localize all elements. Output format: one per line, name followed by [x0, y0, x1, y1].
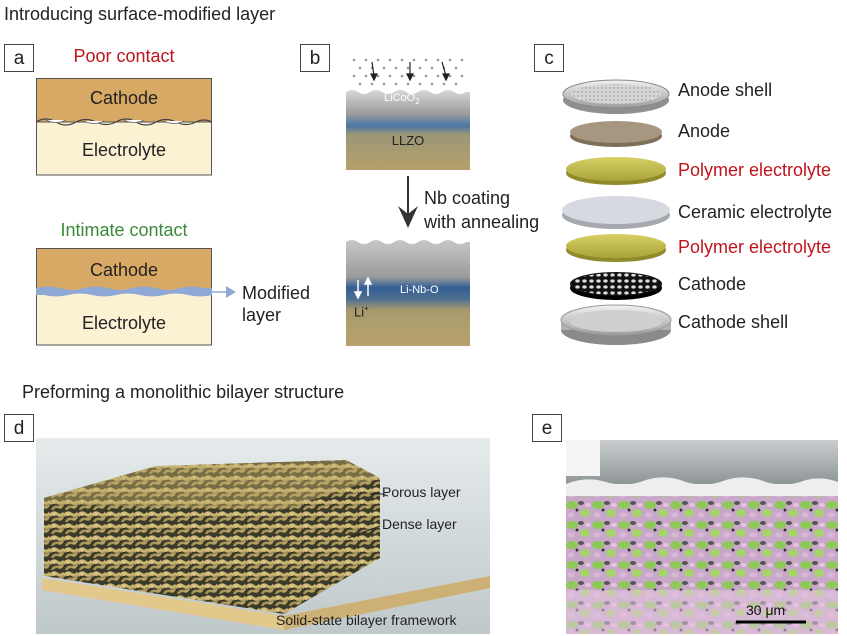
modified-layer-label: Modified layer — [242, 283, 311, 325]
sem-micrograph — [566, 440, 838, 634]
section-title-bilayer: Preforming a monolithic bilayer structur… — [22, 382, 345, 402]
panel-label-a: a — [4, 44, 34, 72]
intimate-contact-cathode-label: Cathode — [89, 260, 159, 280]
intimate-contact-diagram — [36, 248, 236, 346]
cathode-shell-disc — [560, 304, 672, 345]
legend-ceramic-electrolyte: Ceramic electrolyte — [678, 202, 833, 222]
licoo2-label: LiCoO2 — [384, 92, 420, 107]
legend-polymer-electrolyte-1: Polymer electrolyte — [678, 160, 832, 180]
porous-layer-block — [44, 460, 380, 614]
intimate-contact-electrolyte-label: Electrolyte — [81, 313, 167, 333]
panel-label-d: d — [4, 414, 34, 442]
intimate-contact-title: Intimate contact — [60, 220, 188, 240]
sem-surface-layer — [566, 477, 838, 498]
scale-bar-label: 30 μm — [746, 602, 786, 618]
panel-b-bottom-diagram — [346, 240, 470, 346]
panel-b-top-diagram — [346, 58, 470, 170]
polymer-electrolyte-disc-2 — [566, 234, 666, 262]
sputter-arrows — [370, 61, 450, 82]
legend-anode: Anode — [678, 121, 731, 141]
intimate-contact-electrolyte-layer — [36, 291, 212, 346]
process-arrow — [398, 176, 418, 228]
li-nb-o-label: Li-Nb-O — [400, 284, 439, 296]
llzo-label: LLZO — [391, 133, 425, 148]
panel-label-e: e — [532, 414, 562, 442]
bilayer-framework-caption: Solid-state bilayer framework — [276, 612, 457, 628]
poor-contact-title: Poor contact — [73, 46, 175, 66]
legend-cathode-shell: Cathode shell — [678, 312, 789, 332]
poor-contact-diagram — [36, 78, 212, 176]
legend-polymer-electrolyte-2: Polymer electrolyte — [678, 237, 832, 257]
cathode-disc — [570, 272, 662, 300]
anode-disc — [570, 121, 662, 147]
porous-layer-label: Porous layer — [382, 484, 461, 500]
poor-contact-electrolyte-label: Electrolyte — [81, 140, 167, 160]
nb-coating-line1: Nb coating — [424, 188, 511, 208]
bilayer-framework-render — [36, 438, 490, 634]
poor-contact-cathode-layer — [36, 78, 212, 124]
modified-layer-arrow — [226, 286, 236, 298]
poor-contact-cathode-label: Cathode — [89, 88, 159, 108]
nb-coating-line2: with annealing — [424, 212, 540, 232]
panel-label-b: b — [300, 44, 330, 72]
poor-contact-interface — [36, 118, 212, 126]
legend-cathode: Cathode — [678, 274, 747, 294]
coin-cell-stack — [560, 79, 672, 345]
section-title-surface-modified: Introducing surface-modified layer — [4, 4, 276, 24]
li-nb-o-stack — [346, 240, 470, 346]
poor-contact-electrolyte-layer — [36, 121, 212, 176]
panel-label-c: c — [534, 44, 564, 72]
anode-shell-disc — [562, 79, 670, 114]
polymer-electrolyte-disc-1 — [566, 157, 666, 185]
li-ion-label: Li+ — [354, 304, 369, 320]
llzo-substrate-top — [346, 90, 470, 170]
ion-arrows — [353, 276, 373, 300]
modified-interlayer — [36, 286, 212, 297]
sputter-particles — [352, 58, 464, 86]
dense-layer-label: Dense layer — [382, 516, 457, 532]
ceramic-electrolyte-disc — [562, 196, 670, 229]
nb-coating-text: Nb coating with annealing — [424, 186, 539, 234]
legend-anode-shell: Anode shell — [678, 80, 773, 100]
